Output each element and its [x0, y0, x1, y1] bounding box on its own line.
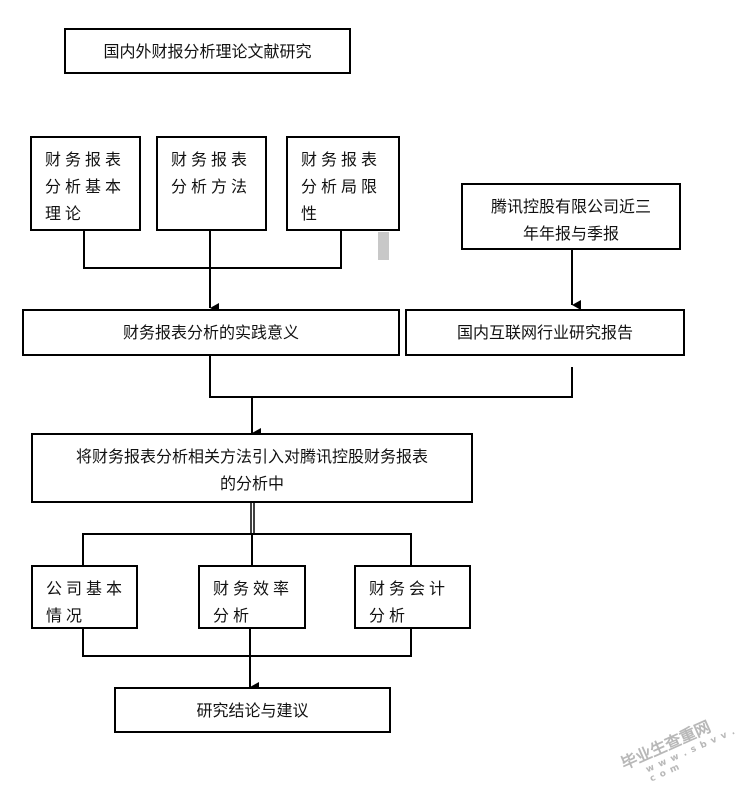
lower-bottom-bracket	[82, 628, 412, 657]
node-conclusion-label: 研究结论与建议	[196, 700, 309, 720]
node-theory-limit-line3: 性	[301, 204, 322, 223]
node-company-line1: 公司基本	[46, 579, 127, 598]
node-theory-limit-line2: 分析局限	[301, 177, 382, 196]
node-practice: 财务报表分析的实践意义	[22, 309, 400, 356]
gray-mark	[378, 232, 389, 260]
node-theory-method: 财务报表 分析方法	[156, 136, 267, 231]
node-theory-method-line2: 分析方法	[171, 177, 252, 196]
node-top-literature: 国内外财报分析理论文献研究	[64, 28, 351, 74]
node-apply-line1: 将财务报表分析相关方法引入对腾讯控股财务报表	[75, 447, 428, 466]
node-tencent-line1: 腾讯控股有限公司近三	[490, 197, 651, 216]
node-accounting-line1: 财务会计	[369, 579, 450, 598]
node-top-label: 国内外财报分析理论文献研究	[103, 41, 312, 61]
node-company: 公司基本 情况	[31, 565, 138, 629]
node-industry-label: 国内互联网行业研究报告	[456, 323, 633, 342]
node-company-line2: 情况	[46, 606, 87, 625]
node-theory-basic-line1: 财务报表	[45, 150, 126, 169]
node-practice-label: 财务报表分析的实践意义	[122, 323, 299, 342]
node-apply-methods: 将财务报表分析相关方法引入对腾讯控股财务报表 的分析中	[31, 433, 473, 503]
node-theory-basic-line3: 理论	[45, 204, 86, 223]
node-tencent-line2: 年年报与季报	[522, 224, 619, 243]
mid-bracket	[209, 355, 573, 398]
node-industry: 国内互联网行业研究报告	[405, 309, 685, 356]
node-theory-limit: 财务报表 分析局限 性	[286, 136, 400, 231]
node-efficiency-line1: 财务效率	[213, 579, 294, 598]
node-tencent-reports: 腾讯控股有限公司近三 年年报与季报	[461, 183, 681, 250]
node-theory-method-line1: 财务报表	[171, 150, 252, 169]
node-theory-basic-line2: 分析基本	[45, 177, 126, 196]
node-efficiency: 财务效率 分析	[198, 565, 306, 629]
node-conclusion: 研究结论与建议	[114, 687, 391, 733]
node-apply-line2: 的分析中	[219, 474, 284, 493]
node-accounting: 财务会计 分析	[354, 565, 471, 629]
node-theory-basic: 财务报表 分析基本 理论	[30, 136, 141, 231]
node-theory-limit-line1: 财务报表	[301, 150, 382, 169]
node-accounting-line2: 分析	[369, 606, 410, 625]
theory-bracket	[83, 230, 342, 269]
lower-top-bracket	[82, 533, 412, 565]
node-efficiency-line2: 分析	[213, 606, 254, 625]
